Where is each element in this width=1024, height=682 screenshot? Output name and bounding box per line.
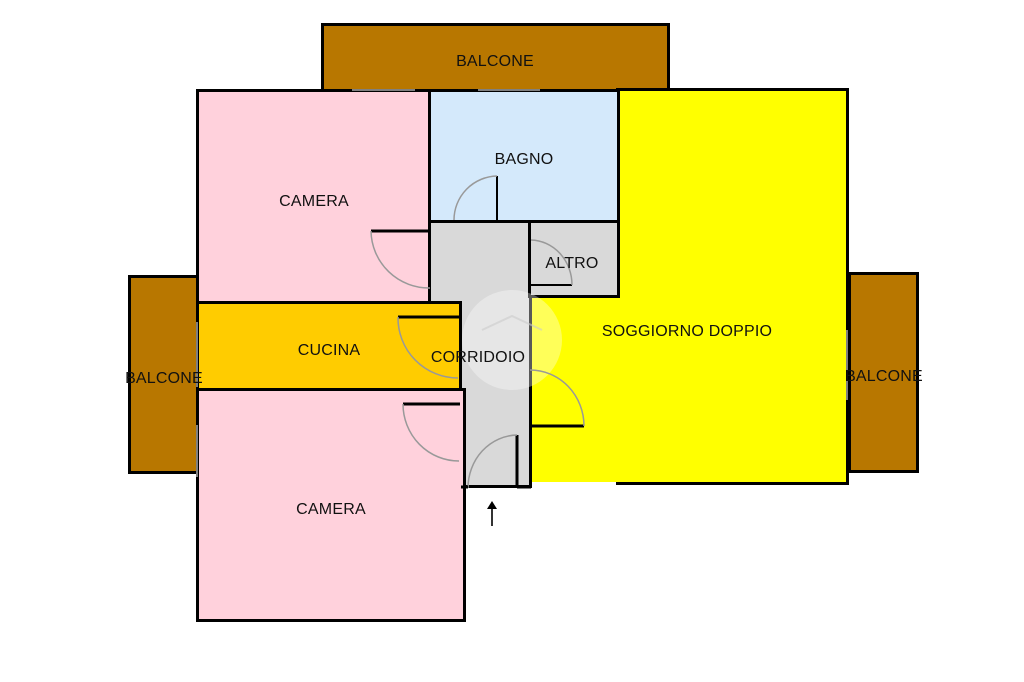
label-altro: ALTRO: [545, 255, 599, 272]
up-arrow-icon: [487, 501, 497, 526]
label-bagno: BAGNO: [494, 151, 554, 168]
label-balcone-right: BALCONE: [845, 368, 923, 385]
room-balcone-right: [848, 272, 919, 473]
label-camera-top: CAMERA: [279, 193, 349, 210]
label-camera-bottom: CAMERA: [296, 501, 366, 518]
room-soggiorno-doppio: [616, 88, 849, 485]
label-cucina: CUCINA: [297, 342, 361, 359]
label-soggiorno-doppio: SOGGIORNO DOPPIO: [601, 323, 773, 340]
label-corridoio: CORRIDOIO: [430, 349, 526, 366]
room-balcone-left: [128, 275, 200, 474]
label-balcone-top: BALCONE: [456, 53, 534, 70]
label-balcone-left: BALCONE: [125, 370, 203, 387]
room-corridoio-lower: [458, 300, 532, 488]
